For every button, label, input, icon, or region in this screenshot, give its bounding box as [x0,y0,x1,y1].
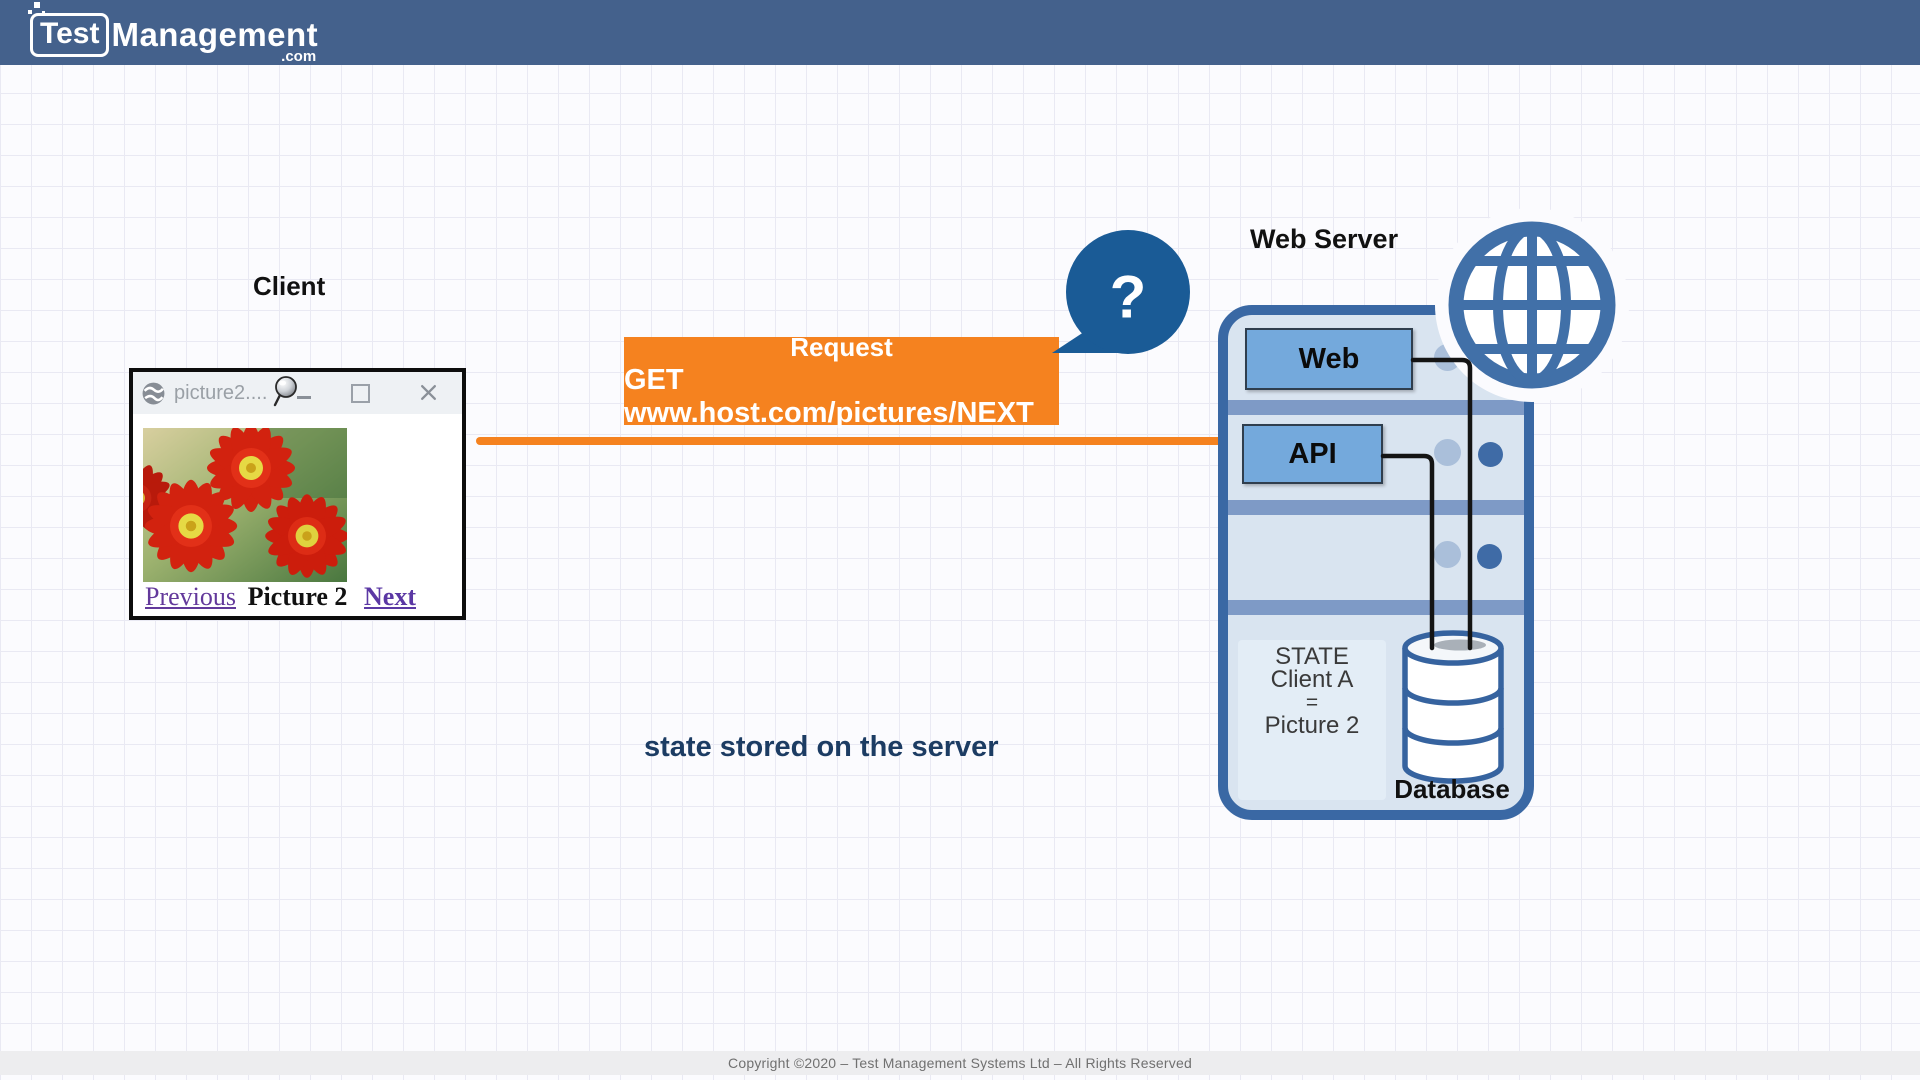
client-label: Client [253,271,326,301]
slide-caption: state stored on the server [644,731,999,763]
database-icon [1402,630,1504,784]
database-label: Database [1394,774,1510,804]
led-icon [1477,544,1502,569]
copyright-text: Copyright ©2020 – Test Management System… [728,1055,1192,1071]
web-box: Web [1245,328,1413,390]
rack-divider [1228,600,1524,615]
state-equals: = [1305,691,1319,714]
state-client: Client A [1270,666,1354,693]
request-url: GET www.host.com/pictures/NEXT [624,364,1034,429]
logo-management-text: Management [111,16,319,53]
question-bubble: ? [1052,230,1190,354]
previous-link[interactable]: Previous [145,582,236,611]
browser-titlebar: picture2.... [133,372,462,414]
logo-test-text: Test [30,13,110,57]
led-icon [1434,541,1461,568]
rack-divider [1228,500,1524,515]
server-rack: Web API STATE Client A = Picture 2 [1218,305,1534,820]
close-icon[interactable] [419,383,438,402]
web-server-label: Web Server [1250,224,1399,254]
footer-bar: Copyright ©2020 – Test Management System… [0,1051,1920,1075]
state-value: Picture 2 [1264,712,1360,739]
picture-image [143,428,347,582]
minimize-button[interactable] [297,396,311,399]
window-title: picture2.... [174,381,268,404]
globe-icon [142,382,165,404]
header-bar: Test Management .com [0,0,1920,65]
logo-pixel-icon [34,2,40,8]
logo-pixel-icon [42,11,45,14]
browser-window: picture2.... [129,368,466,620]
led-icon [1434,439,1461,466]
api-box: API [1242,424,1383,484]
request-title: Request [790,332,893,362]
logo-tld-text: .com [281,48,317,65]
led-icon [1478,442,1503,467]
logo: Test Management .com [28,2,319,65]
picture-nav: Previous Picture 2 Next [133,582,462,616]
maximize-button[interactable] [351,384,370,403]
state-title: STATE [1275,643,1349,670]
picture-caption: Picture 2 [247,582,348,611]
next-link[interactable]: Next [364,582,416,611]
internet-globe-icon [1435,208,1629,402]
cursor-icon [273,376,297,407]
request-box: Request GET www.host.com/pictures/NEXT [624,332,1059,429]
state-panel: STATE Client A = Picture 2 [1238,640,1386,800]
logo-pixel-icon [28,10,32,14]
request-arrow [476,437,1224,445]
question-mark: ? [1110,264,1147,331]
